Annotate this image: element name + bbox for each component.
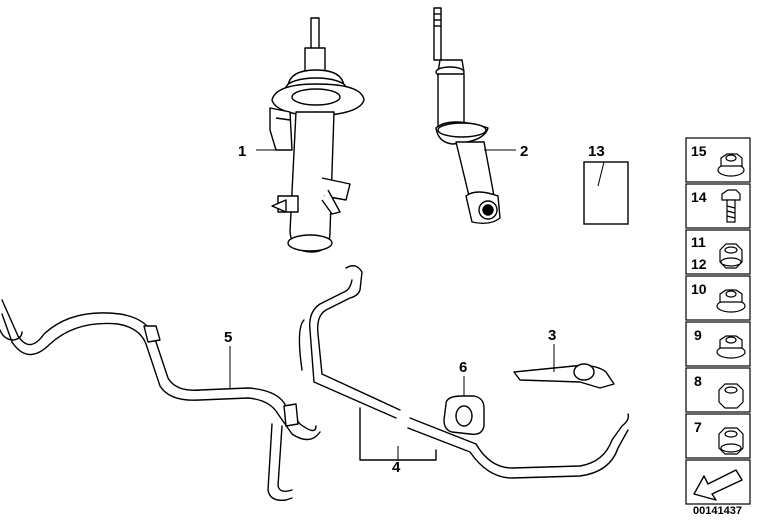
callout-4: 4 [392,459,401,476]
legend-item-11-12: 11 12 [685,229,751,275]
fastener-legend: 15 14 11 12 [685,137,751,505]
legend-item-15: 15 [685,137,751,183]
callout-5: 5 [224,329,232,346]
legend-item-10: 10 [685,275,751,321]
flange-nut-icon [717,153,745,177]
legend-item-8: 8 [685,367,751,413]
legend-number: 10 [691,281,707,297]
legend-number: 11 [691,234,706,250]
hex-nut-icon [718,383,744,409]
legend-item-14: 14 [685,183,751,229]
callout-13: 13 [588,143,605,160]
legend-arrow-box [685,459,751,505]
rear-shock-absorber [433,7,501,225]
legend-number: 7 [694,419,702,435]
legend-number: 9 [694,327,702,343]
label-card [583,161,629,225]
arrow-icon [693,469,743,501]
legend-number: 15 [691,143,707,159]
callout-3: 3 [548,327,556,344]
front-anti-roll-bar [0,299,321,501]
lock-nut-icon [718,427,744,455]
hex-bolt-icon [721,189,741,223]
legend-item-7: 7 [685,413,751,459]
leader-lines [229,149,605,460]
legend-number: 14 [691,189,707,205]
front-strut [269,17,365,253]
legend-number-secondary: 12 [691,256,707,272]
stabilizer-link [513,363,615,389]
flange-nut-icon [716,289,746,313]
document-id: 00141437 [693,505,742,517]
callout-6: 6 [459,359,467,376]
rubber-bushing [443,395,485,436]
flange-nut-icon [716,335,746,359]
legend-item-9: 9 [685,321,751,367]
callout-2: 2 [520,143,528,160]
legend-number: 8 [694,373,702,389]
callout-1: 1 [238,143,246,160]
lock-nut-icon [719,243,743,269]
